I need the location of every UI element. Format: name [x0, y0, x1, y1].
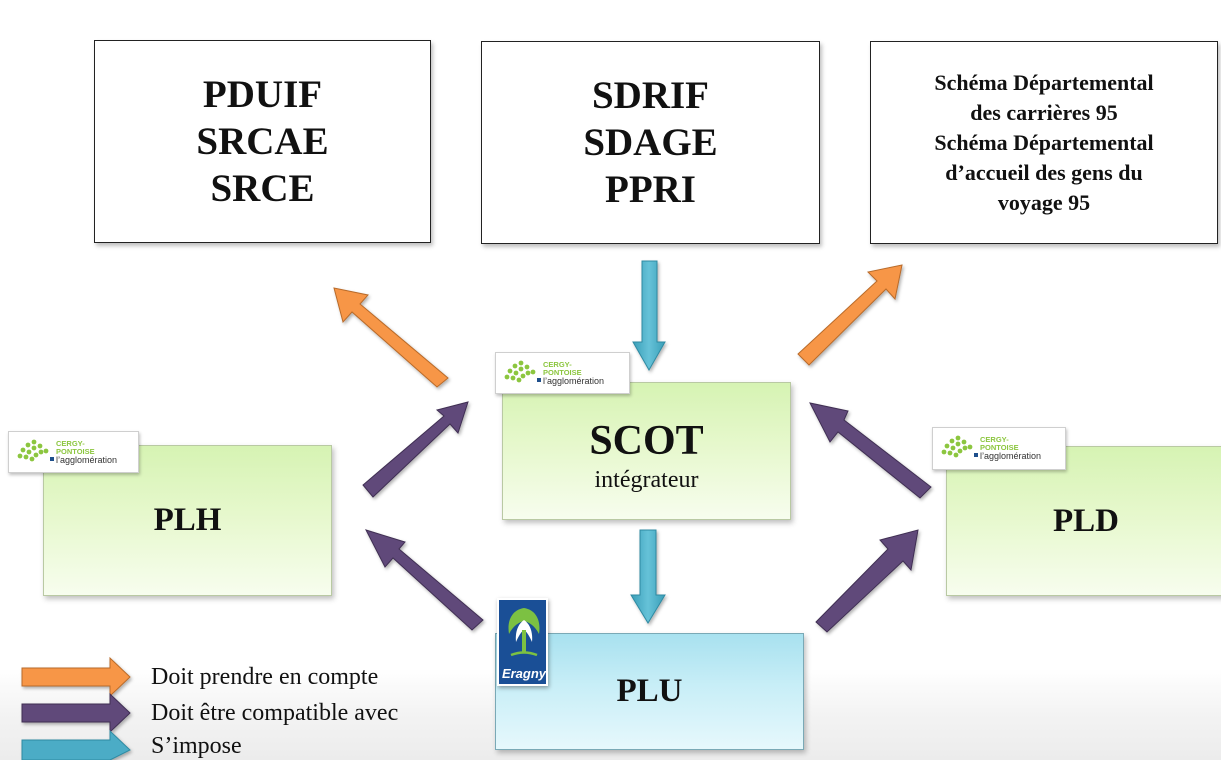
box-line: voyage 95: [997, 189, 1091, 215]
arrow-orange-to-pduif: [333, 287, 449, 388]
box-line: Schéma Départemental: [934, 129, 1154, 155]
box-line: d’accueil des gens du: [945, 159, 1143, 185]
box-plu: PLU: [495, 633, 804, 750]
svg-text:PONTOISE: PONTOISE: [980, 443, 1019, 452]
scot-subtitle: intégrateur: [594, 467, 699, 493]
legend-label-compatible: Doit être compatible avec: [151, 700, 399, 726]
box-scot: SCOT intégrateur: [502, 382, 791, 520]
plh-label: PLH: [153, 502, 222, 538]
box-line: SDRIF: [591, 74, 710, 117]
svg-text:Eragny: Eragny: [502, 666, 547, 681]
pld-label: PLD: [1053, 502, 1119, 539]
box-line: des carrières 95: [970, 99, 1118, 125]
box-line: SRCE: [210, 167, 315, 210]
legend-label-prendre-en-compte: Doit prendre en compte: [151, 664, 379, 690]
box-pld: PLD: [946, 446, 1221, 596]
arrow-orange-to-schemas: [797, 264, 903, 366]
cergy-pontoise-logo-scot: CERGY- PONTOISE l’agglomération: [495, 352, 630, 394]
box-pduif-srcae-srce: PDUIF SRCAE SRCE: [94, 40, 431, 243]
arrow-purple-pld-to-scot: [809, 402, 932, 499]
arrow-purple-plu-to-pld: [815, 529, 919, 633]
box-line: Schéma Départemental: [934, 69, 1154, 95]
cergy-pontoise-logo-pld: CERGY- PONTOISE l’agglomération: [932, 427, 1066, 470]
svg-text:PONTOISE: PONTOISE: [543, 368, 582, 377]
arrow-blue-sdrif-to-scot: [632, 260, 666, 372]
box-line: SDAGE: [583, 121, 718, 164]
svg-text:CERGY-: CERGY-: [543, 360, 572, 369]
legend-label-impose: S’impose: [151, 733, 242, 759]
svg-text:l’agglomération: l’agglomération: [56, 455, 117, 465]
svg-text:l’agglomération: l’agglomération: [543, 376, 604, 386]
arrow-blue-scot-to-plu: [630, 529, 666, 624]
svg-text:PONTOISE: PONTOISE: [56, 447, 95, 456]
arrow-purple-plh-to-scot: [362, 401, 469, 498]
svg-text:l’agglomération: l’agglomération: [980, 451, 1041, 461]
box-line: SRCAE: [196, 120, 329, 163]
box-schemas-departementaux: Schéma Départemental des carrières 95 Sc…: [870, 41, 1218, 244]
scot-title: SCOT: [589, 418, 704, 464]
eragny-logo: Eragny: [497, 598, 548, 686]
box-sdrif-sdage-ppri: SDRIF SDAGE PPRI: [481, 41, 820, 244]
arrow-purple-plu-to-plh: [365, 529, 484, 631]
box-line: PDUIF: [202, 73, 323, 116]
cergy-pontoise-logo-plh: CERGY- PONTOISE l’agglomération: [8, 431, 139, 473]
box-line: PPRI: [605, 168, 696, 211]
svg-text:CERGY-: CERGY-: [56, 439, 85, 448]
svg-text:CERGY-: CERGY-: [980, 435, 1009, 444]
plu-label: PLU: [616, 673, 683, 709]
